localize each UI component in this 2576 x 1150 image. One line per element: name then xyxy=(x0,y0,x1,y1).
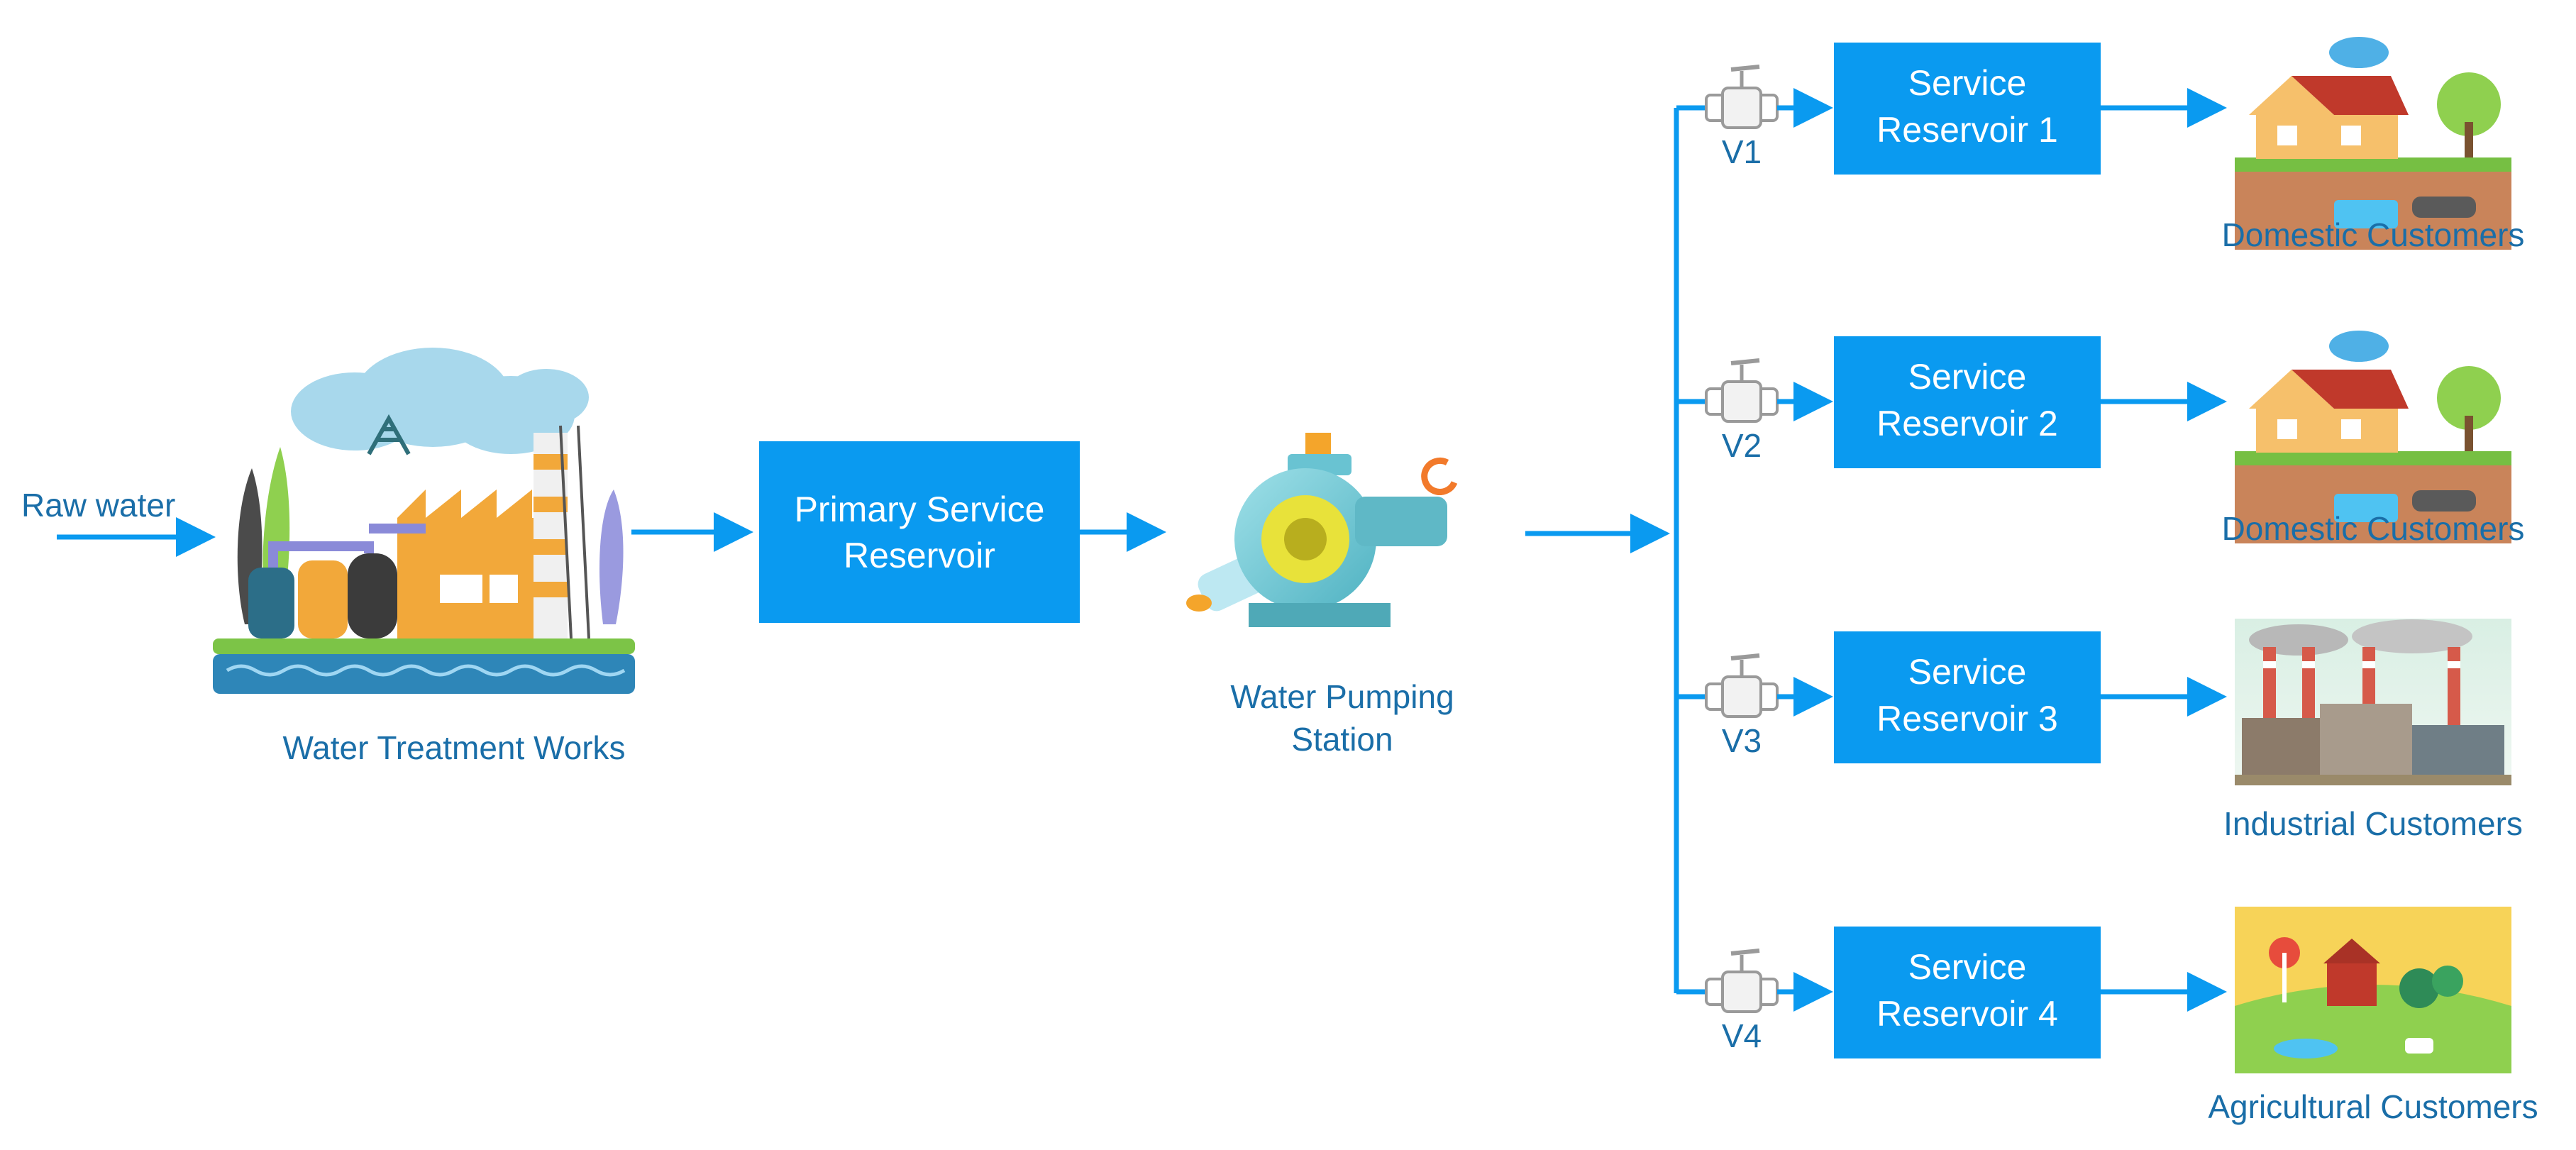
valve-label: V1 xyxy=(1722,133,1762,170)
gate-valve-icon xyxy=(1705,65,1779,129)
gate-valve-icon xyxy=(1705,358,1779,423)
service-reservoir-box xyxy=(1834,927,2101,1058)
house-irrigation-icon xyxy=(2235,331,2511,543)
customer-label: Agricultural Customers xyxy=(2208,1088,2538,1125)
water-treatment-plant-icon xyxy=(213,348,635,694)
service-reservoir-line2: Reservoir 1 xyxy=(1876,110,2058,150)
service-reservoir-line1: Service xyxy=(1908,357,2027,397)
primary-reservoir-line2: Reservoir xyxy=(844,536,995,575)
service-reservoir-line1: Service xyxy=(1908,652,2027,692)
service-reservoir-line1: Service xyxy=(1908,63,2027,103)
primary-reservoir-line1: Primary Service xyxy=(795,490,1045,529)
primary-service-reservoir-box xyxy=(759,441,1080,623)
pumping-station-line1: Water Pumping xyxy=(1230,678,1454,715)
service-reservoir-line2: Reservoir 3 xyxy=(1876,699,2058,739)
treatment-works-label: Water Treatment Works xyxy=(282,729,625,766)
service-reservoir-line1: Service xyxy=(1908,947,2027,987)
service-reservoir-box xyxy=(1834,336,2101,468)
service-reservoir-box xyxy=(1834,631,2101,763)
farm-landscape-icon xyxy=(2235,907,2511,1073)
gate-valve-icon xyxy=(1705,653,1779,718)
valve-label: V3 xyxy=(1722,722,1762,759)
customer-label: Domestic Customers xyxy=(2222,216,2525,253)
service-reservoir-box xyxy=(1834,43,2101,175)
service-reservoir-line2: Reservoir 2 xyxy=(1876,404,2058,443)
factory-skyline-icon xyxy=(2235,619,2511,785)
raw-water-label: Raw water xyxy=(21,487,175,524)
customer-label: Domestic Customers xyxy=(2222,510,2525,547)
gate-valve-icon xyxy=(1705,949,1779,1013)
service-reservoir-line2: Reservoir 4 xyxy=(1876,994,2058,1034)
house-irrigation-icon xyxy=(2235,37,2511,250)
customer-label: Industrial Customers xyxy=(2223,805,2523,842)
pumping-station-line2: Station xyxy=(1291,721,1393,758)
centrifugal-pump-icon xyxy=(1186,433,1458,627)
valve-label: V4 xyxy=(1722,1017,1762,1054)
valve-label: V2 xyxy=(1722,427,1762,464)
